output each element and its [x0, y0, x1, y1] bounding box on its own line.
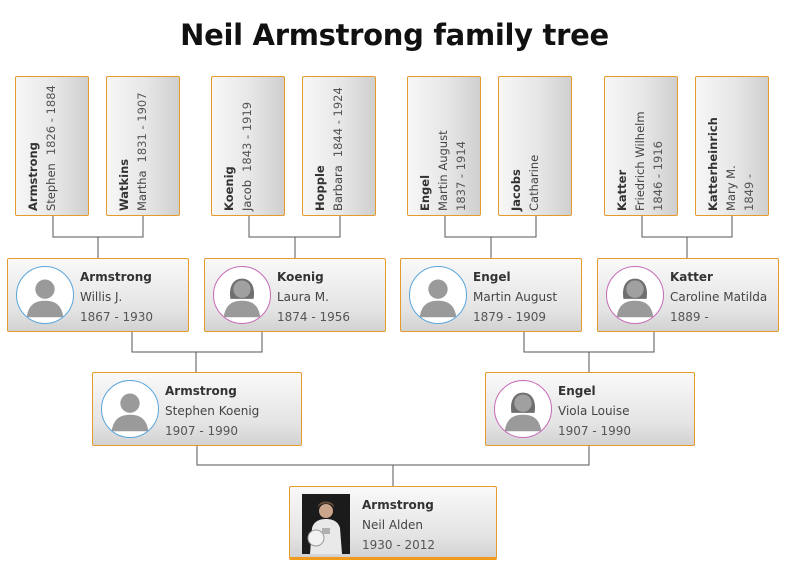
person-surname: Koenig	[222, 166, 236, 211]
connector-g-1	[131, 332, 263, 353]
female-avatar-icon	[494, 380, 552, 438]
person-given-name: Friedrich Wilhelm	[633, 111, 647, 211]
connector-p	[196, 446, 590, 466]
person-given-name: Caroline Matilda	[670, 290, 768, 304]
person-card-stephen-koenig-armstrong[interactable]: Armstrong Stephen Koenig 1907 - 1990	[92, 372, 302, 446]
female-avatar-icon	[606, 266, 664, 324]
person-card-mary-katterheinrich[interactable]: Katterheinrich Mary M. 1849 -	[695, 76, 769, 216]
person-surname: Katterheinrich	[706, 117, 720, 211]
page-title: Neil Armstrong family tree	[180, 18, 609, 52]
person-given-name: Neil Alden	[362, 518, 423, 532]
person-dates: 1889 -	[670, 310, 709, 324]
person-surname: Watkins	[117, 158, 131, 211]
person-given-name: Martha	[135, 170, 149, 211]
person-dates: 1930 - 2012	[362, 538, 436, 552]
person-card-jacob-koenig[interactable]: Koenig Jacob 1843 - 1919	[211, 76, 285, 216]
connector-gg-4	[641, 216, 733, 238]
person-dates: 1844 - 1924	[331, 87, 345, 158]
person-card-martha-watkins[interactable]: Watkins Martha 1831 - 1907	[106, 76, 180, 216]
person-dates: 1907 - 1990	[165, 424, 239, 438]
person-given-name: Catharine	[527, 154, 541, 211]
person-dates: 1849 -	[742, 173, 756, 211]
person-surname: Katter	[670, 270, 713, 284]
person-card-catharine-jacobs[interactable]: Jacobs Catharine	[498, 76, 572, 216]
person-given-name: Laura M.	[277, 290, 329, 304]
person-card-neil-armstrong[interactable]: Armstrong Neil Alden 1930 - 2012	[289, 486, 497, 560]
person-dates: 1879 - 1909	[473, 310, 547, 324]
person-surname: Armstrong	[362, 498, 434, 512]
person-surname: Armstrong	[80, 270, 152, 284]
person-surname: Jacobs	[509, 169, 523, 211]
astronaut-photo-icon	[302, 494, 350, 554]
connector-gg-1	[52, 216, 144, 238]
connector-g-2	[523, 332, 655, 353]
person-given-name: Jacob	[240, 179, 254, 211]
person-card-willis-armstrong[interactable]: Armstrong Willis J. 1867 - 1930	[7, 258, 189, 332]
connector-gg-3	[444, 216, 537, 238]
person-dates: 1867 - 1930	[80, 310, 154, 324]
person-dates: 1846 - 1916	[651, 141, 665, 211]
person-given-name: Viola Louise	[558, 404, 630, 418]
person-given-name: Martin August	[473, 290, 558, 304]
person-dates: 1826 - 1884	[44, 85, 58, 156]
person-surname: Armstrong	[165, 384, 237, 398]
person-surname: Engel	[558, 384, 596, 398]
person-card-martin-august-engel[interactable]: Engel Martin August 1879 - 1909	[400, 258, 582, 332]
person-dates: 1837 - 1914	[454, 141, 468, 211]
person-card-viola-engel[interactable]: Engel Viola Louise 1907 - 1990	[485, 372, 695, 446]
person-surname: Engel	[473, 270, 511, 284]
person-dates: 1843 - 1919	[240, 101, 254, 172]
person-card-caroline-katter[interactable]: Katter Caroline Matilda 1889 -	[597, 258, 779, 332]
person-given-name: Stephen Koenig	[165, 404, 260, 418]
person-card-laura-koenig[interactable]: Koenig Laura M. 1874 - 1956	[204, 258, 386, 332]
male-avatar-icon	[101, 380, 159, 438]
person-surname: Katter	[615, 169, 629, 211]
connector-gg-2	[248, 216, 341, 238]
person-dates: 1874 - 1956	[277, 310, 351, 324]
male-avatar-icon	[409, 266, 467, 324]
person-given-name: Barbara	[331, 165, 345, 211]
person-surname: Koenig	[277, 270, 324, 284]
person-dates: 1831 - 1907	[135, 92, 149, 163]
person-surname: Armstrong	[26, 142, 40, 211]
person-surname: Hopple	[313, 165, 327, 211]
person-card-stephen-armstrong[interactable]: Armstrong Stephen 1826 - 1884	[15, 76, 89, 216]
person-given-name: Mary M.	[724, 165, 738, 211]
person-given-name: Martin August	[436, 130, 450, 211]
person-card-friedrich-wilhelm-katter[interactable]: Katter Friedrich Wilhelm 1846 - 1916	[604, 76, 678, 216]
male-avatar-icon	[16, 266, 74, 324]
person-card-barbara-hopple[interactable]: Hopple Barbara 1844 - 1924	[302, 76, 376, 216]
person-given-name: Stephen	[44, 163, 58, 211]
person-dates: 1907 - 1990	[558, 424, 632, 438]
person-given-name: Willis J.	[80, 290, 123, 304]
person-surname: Engel	[418, 174, 432, 211]
person-card-martin-august-engel-sr[interactable]: Engel Martin August 1837 - 1914	[407, 76, 481, 216]
female-avatar-icon	[213, 266, 271, 324]
